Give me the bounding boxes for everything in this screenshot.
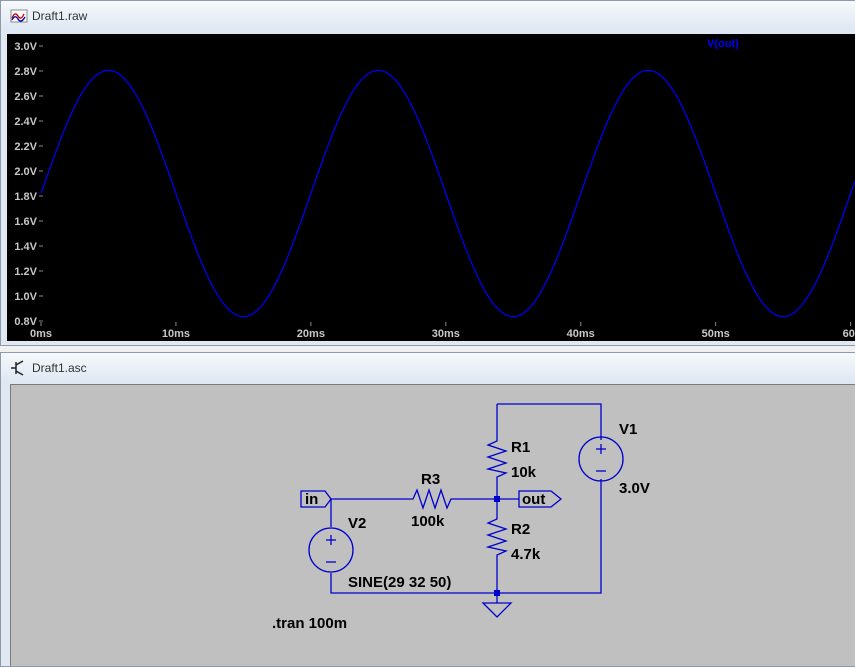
y-tick-label: 2.8V xyxy=(14,66,37,78)
x-tick-label: 0ms xyxy=(30,328,52,340)
v1-name[interactable]: V1 xyxy=(619,421,637,438)
trace-vout xyxy=(40,69,855,318)
voltage-source-v1[interactable] xyxy=(578,436,624,482)
out-label: out xyxy=(522,491,545,508)
r1-name[interactable]: R1 xyxy=(511,439,530,456)
trace-label-vout[interactable]: V(out) xyxy=(707,38,739,50)
v2-value[interactable]: SINE(29 32 50) xyxy=(348,574,451,591)
r2-name[interactable]: R2 xyxy=(511,521,530,538)
r1-value[interactable]: 10k xyxy=(511,464,537,481)
schematic-svg: R1 10k R2 4.7k R3 100k V1 3.0V V2 SINE(2… xyxy=(272,403,650,632)
wire-v1-top-loop[interactable] xyxy=(497,403,602,440)
r3-name[interactable]: R3 xyxy=(421,471,440,488)
r3-value[interactable]: 100k xyxy=(411,513,445,530)
wire-ground-bus[interactable] xyxy=(330,479,602,594)
y-tick-label: 1.0V xyxy=(14,291,37,303)
x-tick-label: 40ms xyxy=(567,328,595,340)
x-tick-label: 30ms xyxy=(432,328,460,340)
waveform-window: Draft1.raw 0.8V 1.0V 1.2V 1.4V 1.6V 1.8V 2.0V 2… xyxy=(0,0,855,346)
junction-dot-ground xyxy=(494,590,500,596)
waveform-window-title: Draft1.raw xyxy=(32,9,88,23)
r2-value[interactable]: 4.7k xyxy=(511,546,541,563)
y-tick-label: 1.2V xyxy=(14,266,37,278)
y-tick-label: 2.6V xyxy=(14,91,37,103)
waveform-plot-svg: 0.8V 1.0V 1.2V 1.4V 1.6V 1.8V 2.0V 2.2V 2.4V 2.6V… xyxy=(14,38,855,340)
schematic-titlebar[interactable]: Draft1.asc xyxy=(1,353,855,383)
v1-value[interactable]: 3.0V xyxy=(619,480,650,497)
junction-dot-out xyxy=(494,496,500,502)
y-tick-label: 1.4V xyxy=(14,241,37,253)
voltage-source-v2[interactable] xyxy=(308,527,354,573)
v2-name[interactable]: V2 xyxy=(348,515,366,532)
x-tick-label: 10ms xyxy=(162,328,190,340)
resistor-r3[interactable] xyxy=(407,487,456,511)
schematic-icon xyxy=(11,360,24,376)
waveform-icon xyxy=(10,9,28,23)
x-tick-label: 60 xyxy=(843,328,855,340)
y-tick-label: 1.8V xyxy=(14,191,37,203)
port-in-flag[interactable] xyxy=(300,490,332,508)
schematic-window: Draft1.asc xyxy=(0,352,855,667)
waveform-titlebar[interactable]: Draft1.raw xyxy=(1,1,855,31)
in-label: in xyxy=(305,491,318,508)
tran-directive[interactable]: .tran 100m xyxy=(272,615,347,632)
waveform-plot[interactable]: 0.8V 1.0V 1.2V 1.4V 1.6V 1.8V 2.0V 2.2V 2.4V 2.6V… xyxy=(7,34,855,341)
x-tick-label: 20ms xyxy=(297,328,325,340)
y-tick-label: 2.2V xyxy=(14,141,37,153)
y-tick-label: 3.0V xyxy=(14,41,37,53)
port-out-flag[interactable] xyxy=(518,490,563,508)
y-axis: 0.8V 1.0V 1.2V 1.4V 1.6V 1.8V 2.0V 2.2V 2.4V 2.6V… xyxy=(14,41,43,328)
resistor-r2[interactable] xyxy=(485,513,509,559)
schematic-canvas[interactable]: R1 10k R2 4.7k R3 100k V1 3.0V V2 SINE(2… xyxy=(10,384,855,666)
y-tick-label: 0.8V xyxy=(14,316,37,328)
x-tick-label: 50ms xyxy=(702,328,730,340)
y-tick-label: 2.0V xyxy=(14,166,37,178)
y-tick-label: 2.4V xyxy=(14,116,37,128)
x-axis: 0ms 10ms 20ms 30ms 40ms 50ms 60 xyxy=(30,322,855,340)
schematic-window-title: Draft1.asc xyxy=(32,361,87,375)
ground-icon xyxy=(481,602,513,618)
resistor-r1[interactable] xyxy=(485,435,509,481)
y-tick-label: 1.6V xyxy=(14,216,37,228)
